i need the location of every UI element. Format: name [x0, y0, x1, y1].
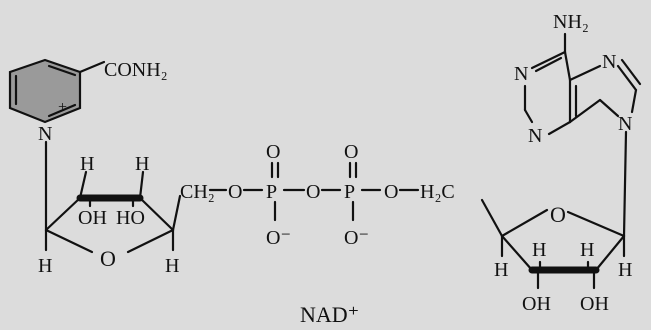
left-oh-label: OH [78, 207, 107, 229]
adenine-n1-label: N [514, 63, 528, 85]
c4-c5-bond [171, 194, 182, 232]
left-h-label: H [80, 153, 94, 175]
bridging-oxygen-label: O [306, 181, 320, 203]
right-h-label: H [618, 259, 632, 281]
c6-n1-bond [530, 50, 567, 70]
c6-n1-inner-bond [534, 56, 563, 73]
adenine-base: NH₂ N N N N [514, 11, 642, 147]
right-h-label: H [532, 239, 546, 261]
c2-h-bond [78, 170, 88, 200]
pyridinium-hexagon [8, 58, 82, 124]
anionic-oxygen-label: O⁻ [344, 227, 369, 249]
phosphorus-label: P [344, 181, 355, 203]
right-ribose-oxygen: O [550, 202, 566, 227]
amine-label: NH₂ [553, 11, 589, 33]
right-ribose: O H H H H OH OH [480, 130, 632, 315]
ring-double-bond-2 [47, 64, 77, 77]
n7-c8-inner-bond [620, 58, 642, 86]
phosphoryl-oxygen-label: O [266, 141, 280, 163]
nicotinamide-ring: CONH₂ N + [8, 58, 168, 232]
glycosidic-bond-right [622, 130, 628, 238]
nad-caption: NAD⁺ [300, 302, 359, 327]
c3-c4-bond [500, 234, 534, 272]
n3-c4-bond [547, 120, 572, 136]
c5-n7-bond [568, 64, 602, 82]
anionic-oxygen-label: O⁻ [266, 227, 291, 249]
left-ch2-label: CH₂ [180, 181, 215, 203]
right-h-label: H [494, 259, 508, 281]
adenine-n3-label: N [528, 125, 542, 147]
c2-n3-bond [523, 108, 534, 124]
ring-nitrogen-label: N [38, 123, 52, 145]
adenine-n7-label: N [602, 51, 616, 73]
left-h-label: H [135, 153, 149, 175]
left-ho-label: HO [116, 207, 145, 229]
c4-o-bond [126, 228, 175, 254]
c3-h-bond [138, 170, 145, 200]
o-c1-bond [44, 228, 94, 254]
left-ribose-oxygen: O [100, 246, 116, 271]
phosphoryl-oxygen-label: O [344, 141, 358, 163]
c4-n9-link [598, 98, 620, 118]
left-h-label: H [165, 255, 179, 277]
c4-o-bond [500, 208, 549, 238]
ester-oxygen-label: O [228, 181, 242, 203]
n7-c8-bond [616, 64, 638, 92]
right-h-label: H [580, 239, 594, 261]
c5-c4-bond [480, 198, 504, 238]
ester-oxygen-label: O [384, 181, 398, 203]
left-ribose: O H H OH HO H H [38, 153, 182, 277]
c1-c2-bond [44, 196, 82, 232]
carboxamide-label: CONH₂ [104, 59, 168, 81]
left-h-label: H [38, 255, 52, 277]
right-oh-label: OH [522, 293, 551, 315]
c8-n9-bond [630, 88, 638, 114]
ring-double-bond-3 [47, 103, 77, 118]
c1-c2-bond [594, 234, 626, 272]
right-h2c-label: H₂C [420, 181, 455, 203]
c4-n9-bond [568, 98, 602, 124]
o-c1-bond [566, 210, 626, 238]
right-oh-label: OH [580, 293, 609, 315]
carboxamide-bond [78, 60, 106, 74]
adenine-n9-label: N [618, 113, 632, 135]
c5-c6-bond [563, 50, 572, 82]
phosphorus-label: P [266, 181, 277, 203]
c3-c4-bond [138, 196, 175, 232]
positive-charge: + [58, 99, 67, 116]
pyrophosphate-bridge: CH₂ O P O O⁻ O P O O⁻ O H₂C [180, 141, 455, 249]
